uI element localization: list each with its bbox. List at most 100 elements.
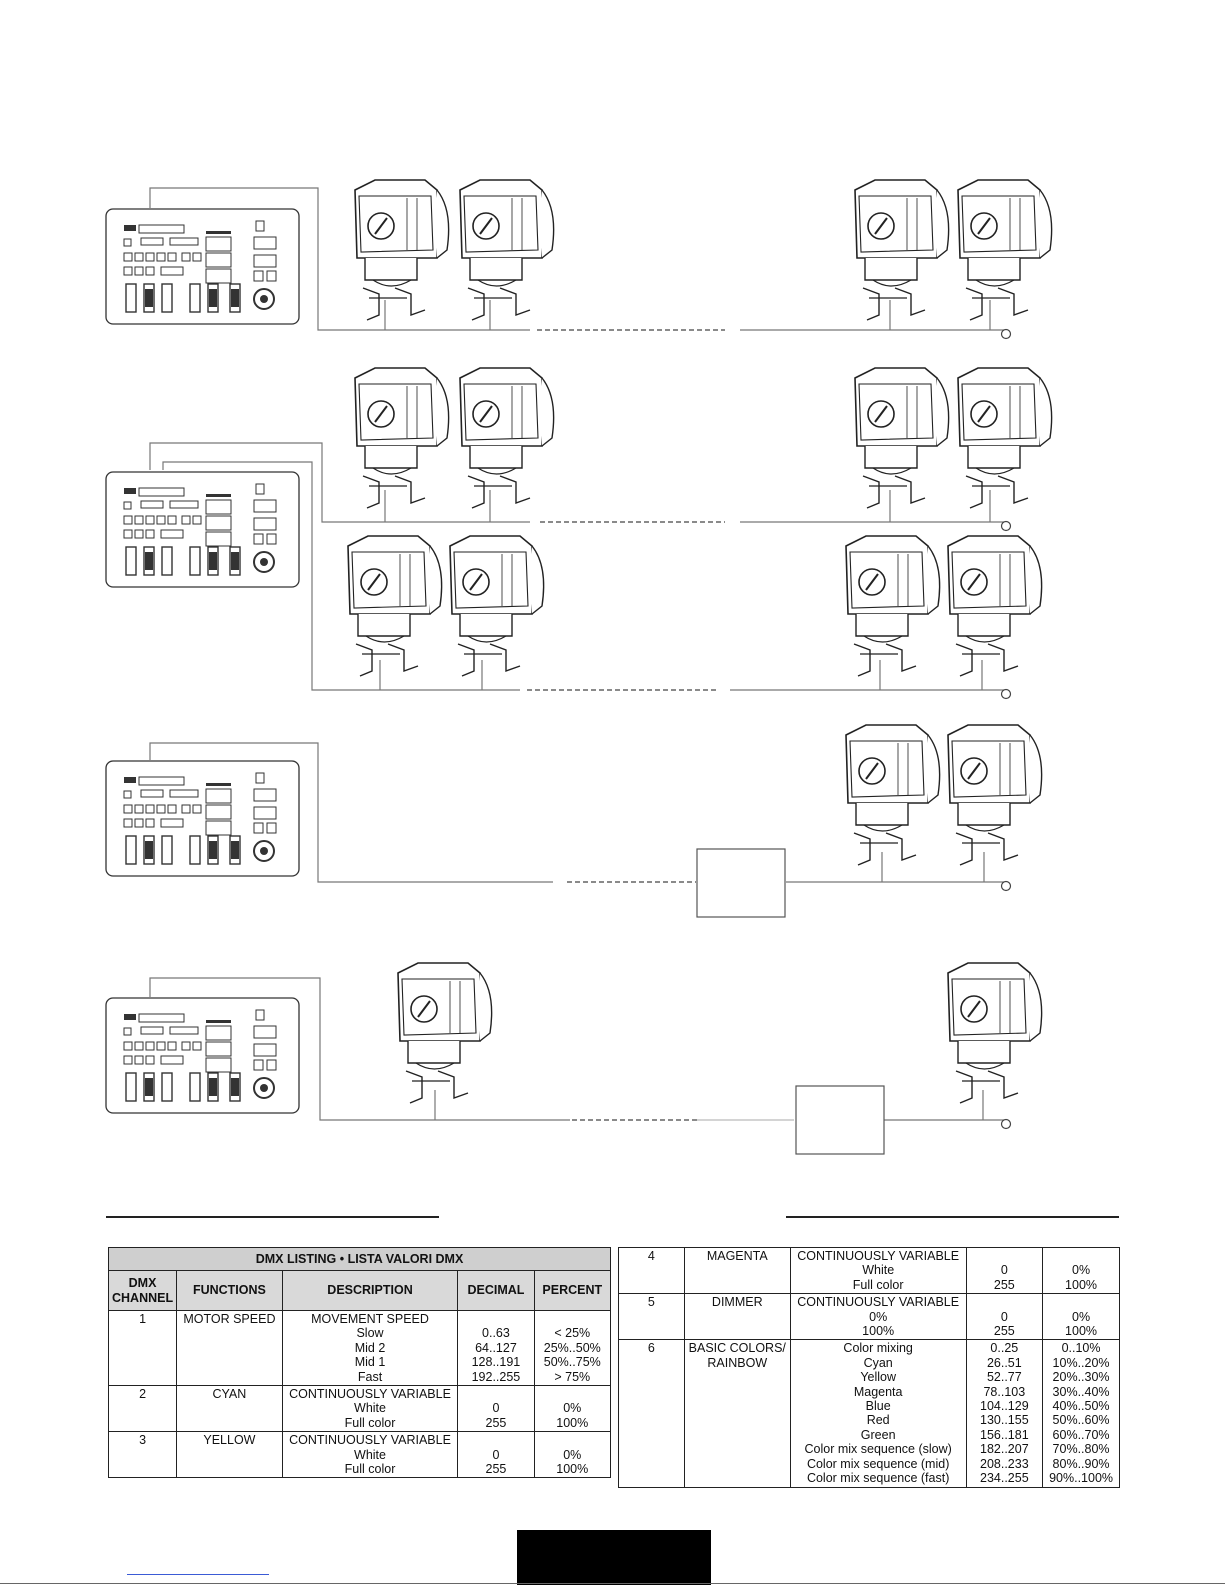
decimal-cell-line: 104..129	[980, 1399, 1029, 1414]
description-cell-line: Yellow	[860, 1370, 896, 1385]
percent-cell: < 25%25%..50%50%..75%> 75%	[533, 1309, 612, 1387]
table-caption: DMX LISTING • LISTA VALORI DMX	[108, 1247, 611, 1271]
decimal-cell-line	[461, 1433, 530, 1447]
percent-cell-line	[538, 1387, 607, 1401]
percent-cell-line: 100%	[556, 1462, 589, 1477]
decimal-cell-line: 192..255	[471, 1369, 521, 1384]
percent-cell-line: 100%	[556, 1415, 589, 1430]
percent-cell-line	[1046, 1249, 1116, 1263]
description-cell-line: White	[862, 1263, 895, 1278]
decimal-cell-line: 128..191	[471, 1355, 521, 1370]
description-cell-line: Mid 1	[354, 1355, 386, 1370]
header-decimal: DECIMAL	[457, 1270, 535, 1311]
channel-cell: 2	[107, 1385, 178, 1433]
channel-cell-value: 5	[647, 1295, 655, 1310]
decimal-cell-line: 0	[1000, 1309, 1008, 1324]
channel-cell: 1	[107, 1309, 178, 1387]
decimal-cell-line: 0..63	[482, 1326, 510, 1341]
channel-cell: 6	[618, 1339, 685, 1488]
decimal-cell-line	[970, 1295, 1040, 1309]
percent-cell-line: 10%..20%	[1052, 1355, 1110, 1370]
percent-cell-line: 50%..75%	[543, 1355, 601, 1370]
decimal-cell-line: 26..51	[986, 1355, 1022, 1370]
percent-cell-line: 90%..100%	[1049, 1471, 1114, 1486]
decimal-cell-line: 255	[993, 1324, 1015, 1339]
header-percent: PERCENT	[533, 1270, 612, 1311]
channel-cell-value: 2	[139, 1387, 147, 1402]
section-rule-right	[786, 1216, 1119, 1218]
decimal-cell-line: 52..77	[986, 1370, 1022, 1385]
decimal-cell-line: 208..233	[980, 1456, 1029, 1471]
function-cell-line: BASIC COLORS/	[688, 1341, 786, 1356]
function-cell: CYAN	[176, 1385, 283, 1433]
channel-cell: 4	[618, 1246, 685, 1295]
scanner-fixture-icon	[947, 962, 1043, 1104]
function-cell-line: DIMMER	[711, 1295, 763, 1310]
description-cell-line: 0%	[869, 1309, 888, 1324]
decimal-cell-line: 255	[485, 1462, 507, 1477]
decimal-cell-line	[461, 1387, 530, 1401]
function-cell-line: CYAN	[212, 1387, 247, 1402]
description-cell-line: CONTINUOUSLY VARIABLE	[797, 1295, 960, 1310]
signal-splitter-icon	[696, 848, 786, 918]
decimal-cell-line: 78..103	[983, 1384, 1026, 1399]
decimal-cell-line: 0	[492, 1447, 500, 1462]
percent-cell-line: > 75%	[554, 1369, 591, 1384]
scanner-fixture-icon	[845, 724, 941, 866]
description-cell-line: CONTINUOUSLY VARIABLE	[289, 1433, 451, 1448]
percent-cell-line	[538, 1433, 607, 1447]
line-terminator-icon	[1000, 688, 1012, 700]
dmx-controller-icon	[105, 471, 300, 588]
decimal-cell-line	[461, 1312, 530, 1326]
scanner-fixture-icon	[397, 962, 493, 1104]
function-cell: DIMMER	[683, 1293, 791, 1341]
percent-cell-line: 80%..90%	[1052, 1456, 1110, 1471]
scanner-fixture-icon	[459, 179, 555, 321]
decimal-cell-line: 0	[1000, 1263, 1008, 1278]
description-cell-line: Color mix sequence (fast)	[806, 1471, 950, 1486]
channel-cell-value: 3	[139, 1433, 147, 1448]
percent-cell: 0..10%10%..20%20%..30%30%..40%40%..50%50…	[1042, 1339, 1120, 1488]
decimal-cell-line: 0	[492, 1401, 500, 1416]
percent-cell: 0%100%	[533, 1385, 612, 1433]
function-cell-line: YELLOW	[203, 1433, 256, 1448]
description-cell-line: Color mix sequence (slow)	[804, 1442, 952, 1457]
description-cell-line: Blue	[865, 1399, 891, 1414]
footer-link-underline	[127, 1574, 269, 1575]
dmx-wiring-diagrams	[105, 179, 1053, 1155]
scanner-fixture-icon	[449, 535, 545, 677]
decimal-cell-line	[970, 1249, 1040, 1263]
description-cell-line: Green	[860, 1427, 896, 1442]
percent-cell-line: 100%	[1065, 1277, 1098, 1292]
description-cell-line: CONTINUOUSLY VARIABLE	[289, 1387, 451, 1402]
scanner-fixture-icon	[947, 535, 1043, 677]
percent-cell-line: 20%..30%	[1052, 1370, 1110, 1385]
percent-cell: 0%100%	[1042, 1293, 1120, 1341]
percent-cell-line: 100%	[1065, 1324, 1098, 1339]
line-terminator-icon	[1000, 328, 1012, 340]
channel-cell-value: 4	[647, 1249, 655, 1263]
description-cell-line: White	[354, 1447, 386, 1462]
scanner-fixture-icon	[957, 367, 1053, 509]
description-cell-line: Red	[866, 1413, 890, 1428]
function-cell: MOTOR SPEED	[176, 1309, 283, 1387]
scanner-fixture-icon	[354, 179, 450, 321]
description-cell-line: Cyan	[863, 1355, 893, 1370]
percent-cell-line: 40%..50%	[1052, 1399, 1110, 1414]
line-terminator-icon	[1000, 1118, 1012, 1130]
function-cell: YELLOW	[176, 1431, 283, 1479]
dmx-controller-icon	[105, 997, 300, 1114]
